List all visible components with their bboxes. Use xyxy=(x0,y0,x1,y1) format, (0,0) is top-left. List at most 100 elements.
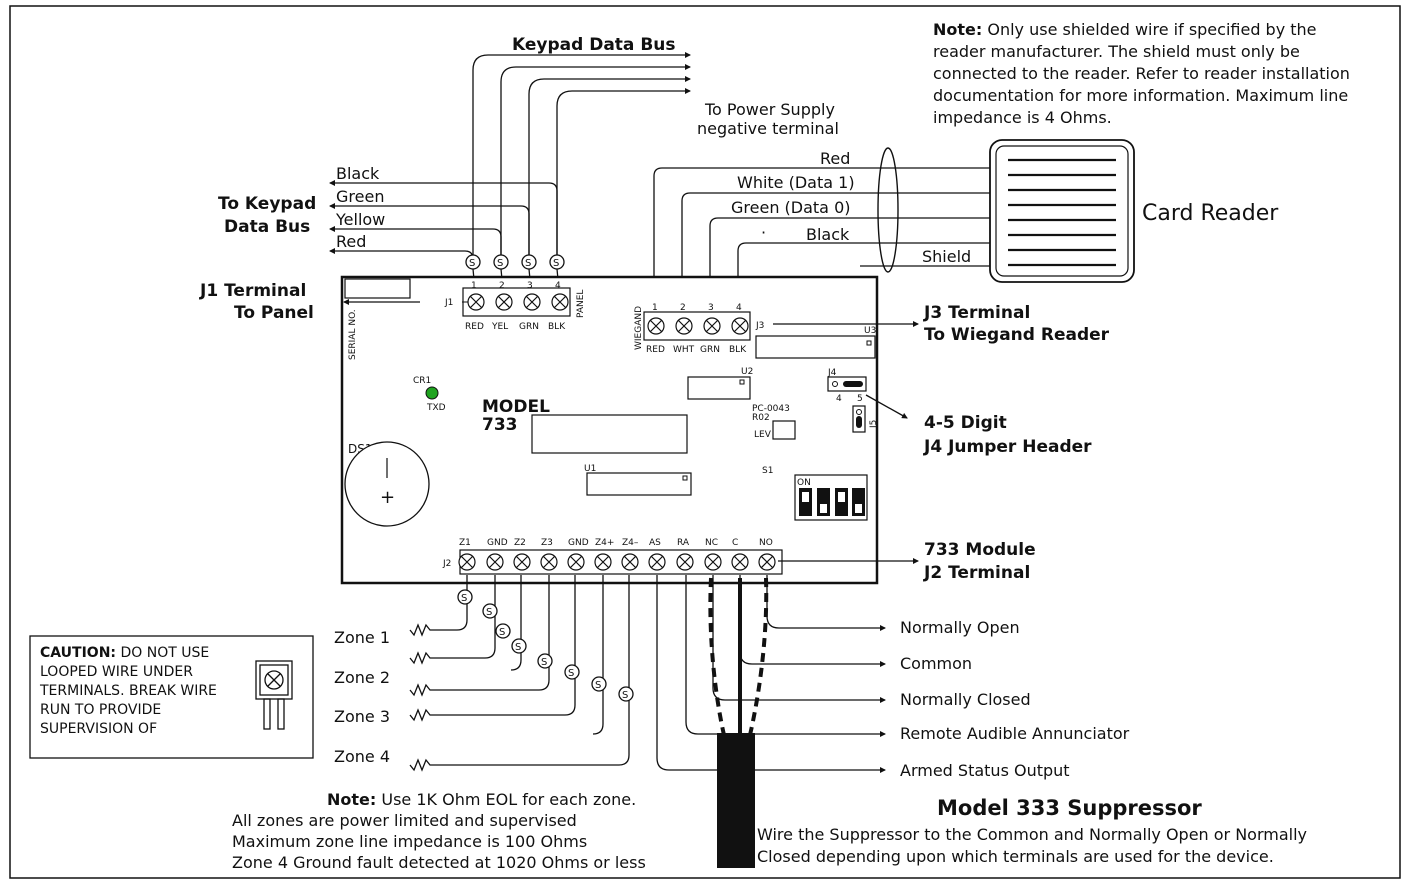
u2-label: U2 xyxy=(741,367,753,377)
svg-text:J3: J3 xyxy=(755,321,764,331)
pc-number: PC-0043 xyxy=(752,404,790,414)
j1-screw-4[interactable]: 4 BLK xyxy=(548,281,569,332)
reader-wire-red: Red xyxy=(820,149,850,168)
svg-text:1: 1 xyxy=(471,281,477,291)
j1-screw-2[interactable]: 2 YEL xyxy=(491,281,513,332)
svg-text:J4: J4 xyxy=(827,368,837,378)
suppressor-line1: Wire the Suppressor to the Common and No… xyxy=(757,825,1307,844)
j1-callout-2: To Panel xyxy=(234,303,314,323)
output-common: Common xyxy=(900,654,972,673)
svg-text:AS: AS xyxy=(649,538,661,548)
caution-box xyxy=(29,635,314,759)
j2-screw-z1-1[interactable]: Z1 xyxy=(458,538,476,571)
svg-text:NO: NO xyxy=(759,538,773,548)
j4-callout-2: J4 Jumper Header xyxy=(923,437,1092,457)
zone-clip-3 xyxy=(495,623,511,639)
reader-wire-shield: Shield xyxy=(922,247,971,266)
ds1-battery xyxy=(344,441,430,527)
j4-callout: 4-5 Digit xyxy=(924,413,1007,433)
j2-screw-ra-9[interactable]: RA xyxy=(676,538,694,571)
j3-screw-2[interactable]: 2 WHT xyxy=(673,303,695,355)
reader-wire-dot: · xyxy=(761,223,766,242)
j1-clip-2-label: S xyxy=(497,258,503,269)
j2-screw-gnd-2[interactable]: GND xyxy=(486,538,508,571)
j2-screw-nc-10[interactable]: NC xyxy=(704,538,722,571)
j1-screw-3[interactable]: 3 GRN xyxy=(519,281,541,332)
power-supply-label-line1: To Power Supply xyxy=(704,100,835,119)
svg-text:1: 1 xyxy=(652,303,658,313)
zone-clip-4-label: S xyxy=(515,642,521,653)
j2-screw-z4-6[interactable]: Z4+ xyxy=(594,538,614,571)
shielded-cable-ellipse xyxy=(877,147,899,273)
lev-label: LEV xyxy=(754,430,772,440)
zone-note-line4: Zone 4 Ground fault detected at 1020 Ohm… xyxy=(232,853,646,872)
suppressor-title: Model 333 Suppressor xyxy=(937,796,1202,820)
main-chip xyxy=(531,414,688,454)
battery-plus: + xyxy=(380,487,395,508)
j2-screw-z2-3[interactable]: Z2 xyxy=(513,538,531,571)
j2-screw-as-8[interactable]: AS xyxy=(648,538,666,571)
j2-screw-c-11[interactable]: C xyxy=(731,538,749,571)
zone-clip-7-label: S xyxy=(595,680,601,691)
zone-clip-2-label: S xyxy=(486,607,492,618)
u1-chip xyxy=(586,472,692,496)
j3-screw-1[interactable]: 1 RED xyxy=(646,303,665,355)
shield-note-line2: reader manufacturer. The shield must onl… xyxy=(933,42,1300,61)
svg-text:Z3: Z3 xyxy=(541,538,553,548)
output-armed-status: Armed Status Output xyxy=(900,761,1070,780)
j3-screw-4[interactable]: 4 BLK xyxy=(729,303,749,355)
zone-clip-2 xyxy=(482,603,498,619)
svg-text:YEL: YEL xyxy=(491,322,508,332)
keypad-bus-title: Keypad Data Bus xyxy=(512,35,676,55)
svg-text:4: 4 xyxy=(836,394,842,404)
j4-jumper-header[interactable]: J4 4 5 xyxy=(827,368,867,404)
j1-screw-1[interactable]: 1 RED xyxy=(465,281,485,332)
suppressor-line2: Closed depending upon which terminals ar… xyxy=(757,847,1274,866)
zone-1-label: Zone 1 xyxy=(334,628,390,647)
u1-pin-mark xyxy=(682,475,688,481)
model-label: MODEL xyxy=(482,397,550,417)
j2-screw-z4-7[interactable]: Z4– xyxy=(621,538,639,571)
caution-text: CAUTION: DO NOT USE xyxy=(40,645,209,661)
output-normally-open: Normally Open xyxy=(900,618,1020,637)
suppressor-body xyxy=(717,733,755,868)
lev-box xyxy=(772,420,796,440)
u3-pin-mark xyxy=(866,340,872,346)
svg-text:5: 5 xyxy=(857,394,863,404)
j2-screw-gnd-5[interactable]: GND xyxy=(567,538,589,571)
svg-text:4: 4 xyxy=(555,281,561,291)
j2-callout: 733 Module xyxy=(924,540,1036,560)
j2-screw-no-12[interactable]: NO xyxy=(758,538,776,571)
u2-pin-mark xyxy=(739,379,745,385)
j1-callout: J1 Terminal xyxy=(199,281,306,301)
zone-clip-4 xyxy=(511,638,527,654)
j1-shield-clips: S S S S xyxy=(465,254,565,291)
s1-dip-switch[interactable]: ON xyxy=(794,474,868,521)
wire-label-yellow: Yellow xyxy=(335,210,385,229)
output-wires xyxy=(656,575,886,773)
svg-text:GND: GND xyxy=(487,538,508,548)
svg-text:NC: NC xyxy=(705,538,718,548)
reader-wires xyxy=(653,167,991,318)
zone-wires xyxy=(409,575,630,772)
output-remote-audible: Remote Audible Annunciator xyxy=(900,724,1130,743)
j3-screw-3[interactable]: 3 GRN xyxy=(700,303,721,355)
terminal-screw-icon xyxy=(255,660,293,730)
to-keypad-title: To Keypad xyxy=(218,194,316,214)
j3-callout-2: To Wiegand Reader xyxy=(924,325,1110,345)
svg-text:ON: ON xyxy=(797,478,811,488)
cr1-label: CR1 xyxy=(413,376,431,386)
svg-text:WHT: WHT xyxy=(673,345,695,355)
j5-header[interactable]: J5 xyxy=(852,405,879,433)
zone-note: Note: Use 1K Ohm EOL for each zone. xyxy=(327,790,636,809)
zone-2-label: Zone 2 xyxy=(334,668,390,687)
zone-clip-1-label: S xyxy=(461,593,467,604)
svg-text:RED: RED xyxy=(646,345,665,355)
caution-line2: LOOPED WIRE UNDER xyxy=(40,664,193,680)
svg-text:J5: J5 xyxy=(869,420,879,429)
zone-clip-1 xyxy=(457,589,473,605)
keypad-bus-wires xyxy=(472,52,691,262)
j2-screw-z3-4[interactable]: Z3 xyxy=(540,538,558,571)
